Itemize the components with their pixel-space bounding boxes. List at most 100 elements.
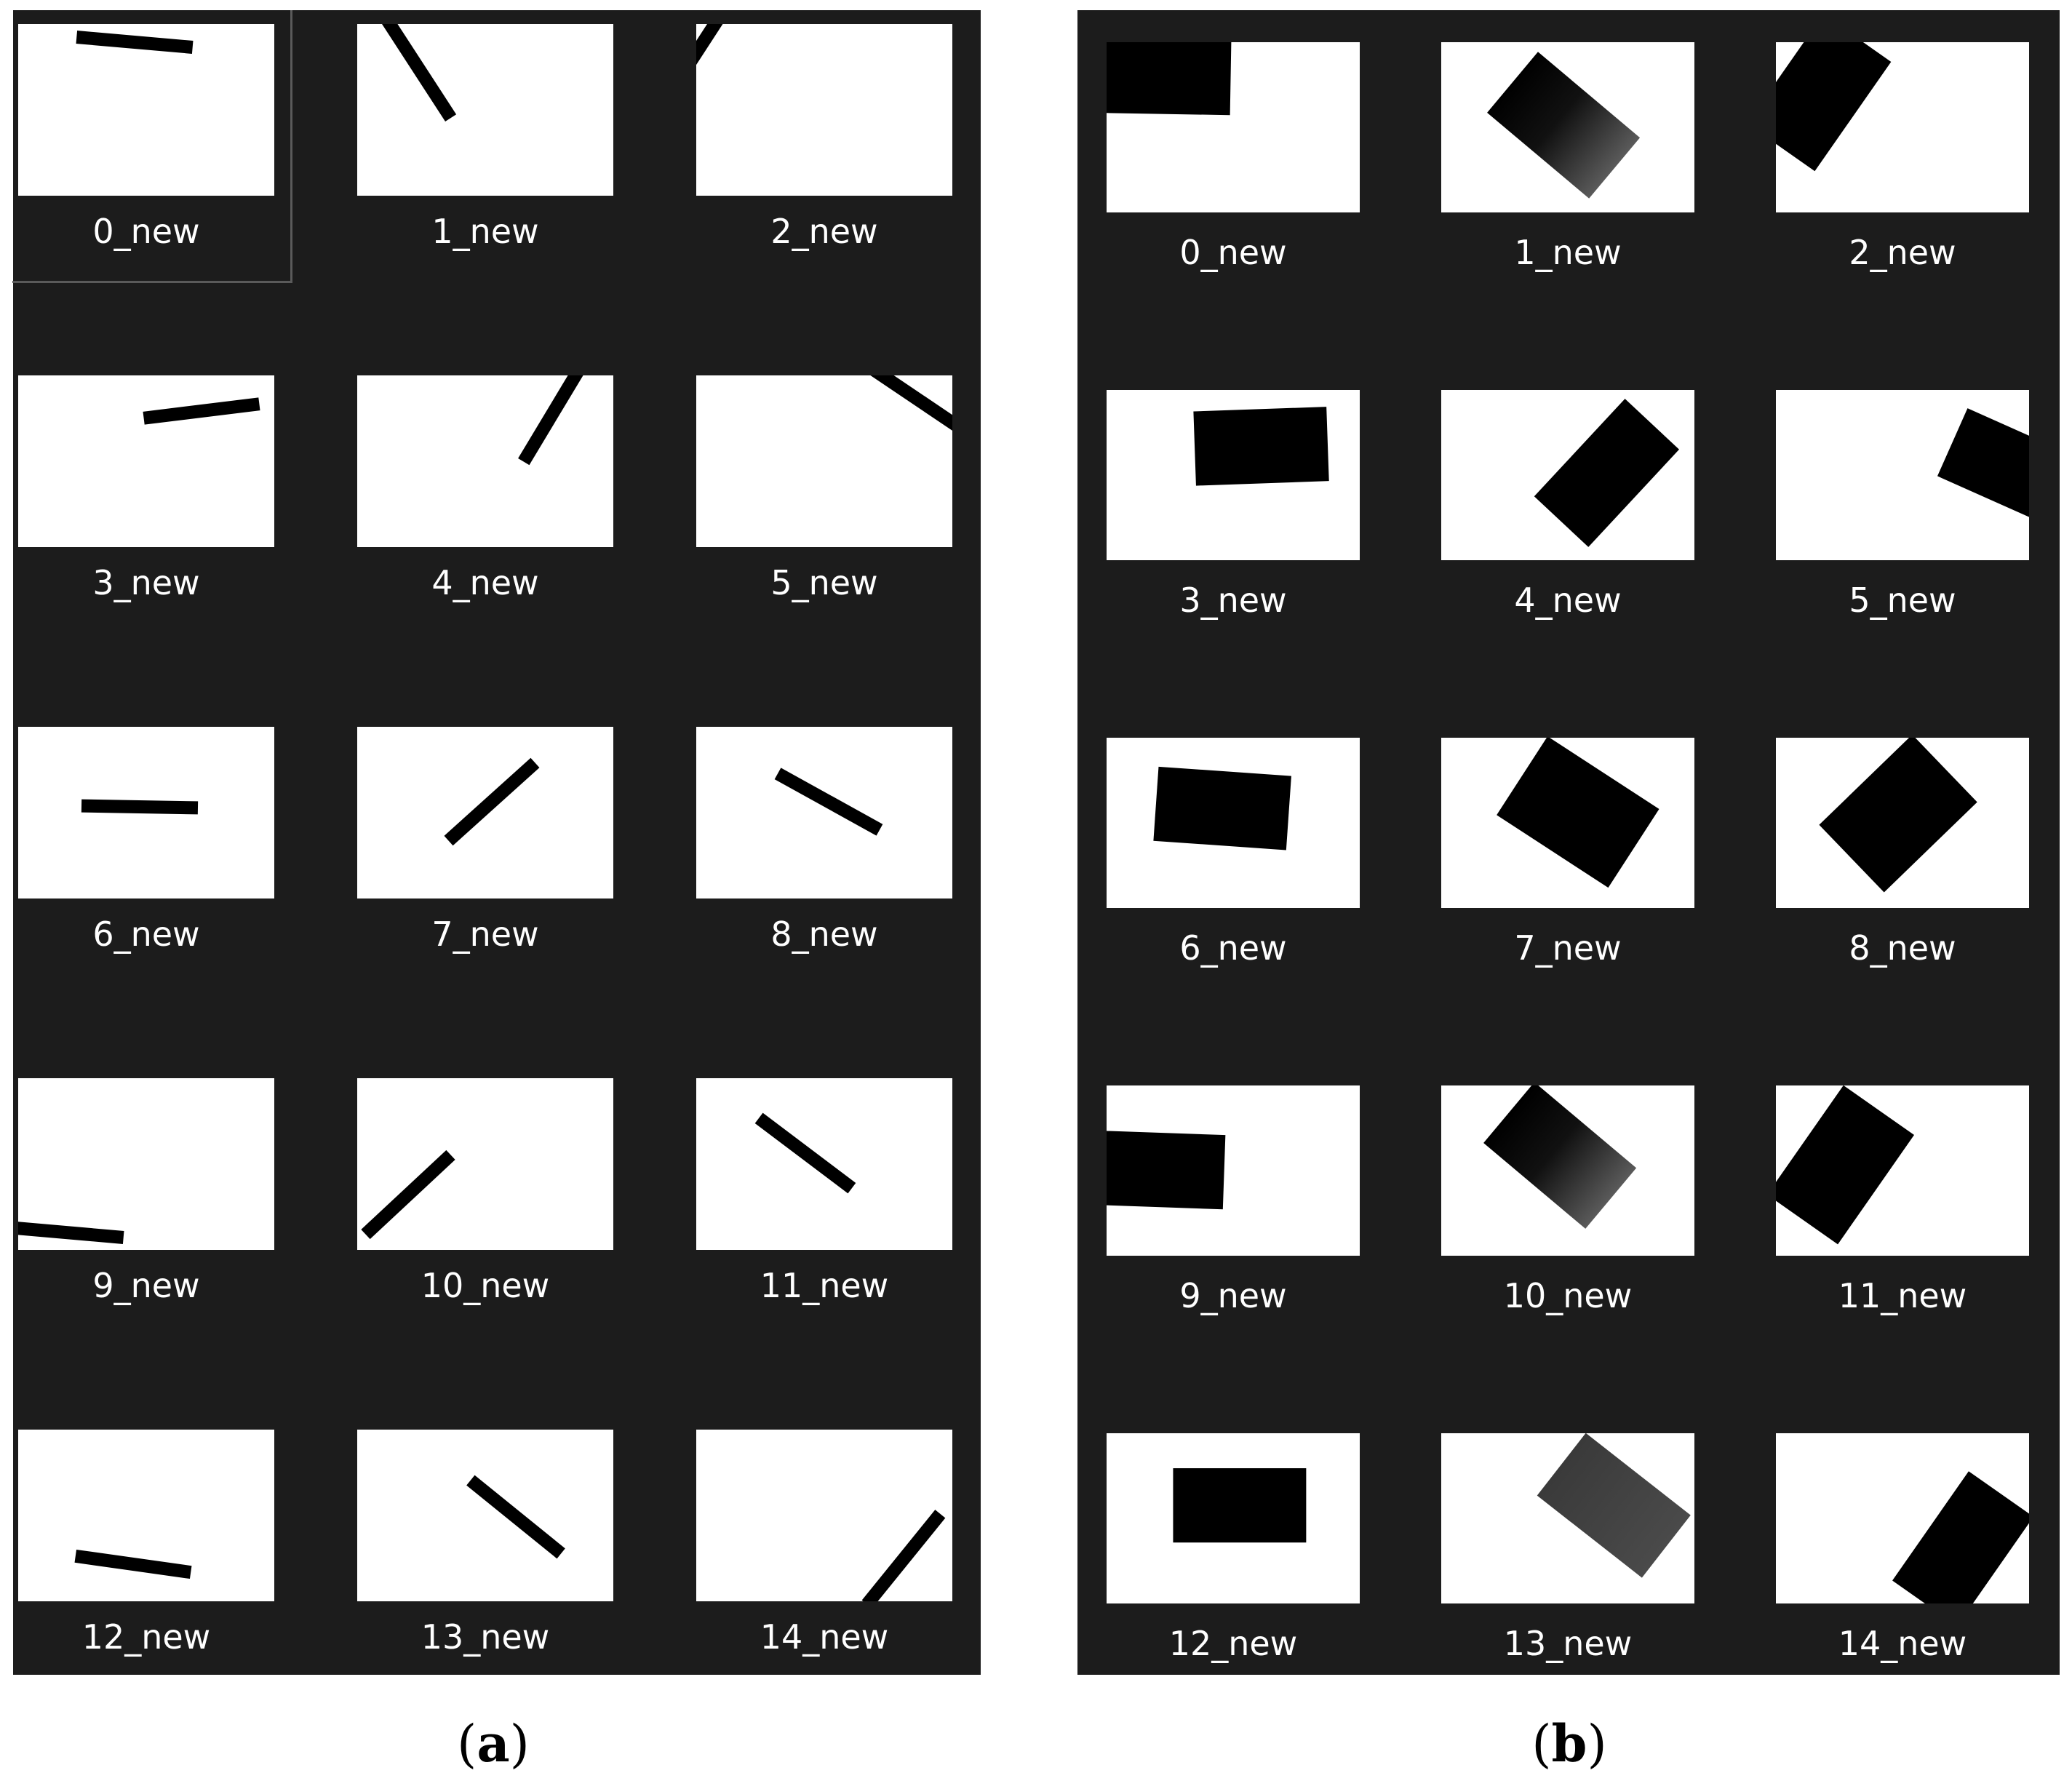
file-name-label: 10_new — [421, 1266, 550, 1305]
rectangle-shape — [1153, 766, 1291, 850]
rectangle-shape — [754, 1112, 856, 1194]
file-item[interactable]: 9_new — [1107, 1085, 1360, 1320]
file-item[interactable]: 11_new — [1776, 1085, 2029, 1320]
rectangle-shape — [861, 1510, 946, 1601]
thumbnail-image — [1483, 1085, 1637, 1229]
file-thumbnail — [18, 1078, 274, 1250]
file-item[interactable]: 12_new — [1107, 1433, 1360, 1668]
file-thumbnail — [1776, 1085, 2029, 1256]
file-name-label: 1_new — [431, 212, 539, 251]
file-item[interactable]: 3_new — [18, 375, 274, 607]
caption-letter: b — [1551, 1713, 1587, 1774]
file-thumbnail — [1107, 738, 1360, 908]
thumbnail-image — [1819, 738, 1977, 893]
file-item[interactable]: 1_new — [357, 24, 613, 255]
file-thumbnail — [18, 24, 274, 196]
file-name-label: 14_new — [1838, 1624, 1967, 1663]
rectangle-shape — [696, 24, 733, 126]
file-thumbnail — [1441, 1085, 1694, 1256]
file-item[interactable]: 7_new — [1441, 738, 1694, 972]
file-item[interactable]: 2_new — [696, 24, 952, 255]
file-name-label: 14_new — [760, 1617, 889, 1657]
file-item[interactable]: 6_new — [1107, 738, 1360, 972]
rectangle-shape — [1193, 407, 1329, 486]
caption-a: (a) — [384, 1713, 602, 1774]
thumbnail-image — [444, 757, 540, 846]
file-thumbnail — [696, 727, 952, 899]
file-thumbnail — [1107, 1085, 1360, 1256]
rectangle-shape — [518, 375, 589, 466]
file-item[interactable]: 12_new — [18, 1430, 274, 1661]
file-thumbnail — [357, 24, 613, 196]
file-item[interactable]: 14_new — [696, 1430, 952, 1661]
thumbnail-image — [381, 24, 457, 121]
file-item[interactable]: 0_new — [1107, 42, 1360, 276]
rectangle-shape — [1537, 1433, 1691, 1578]
file-thumbnail — [1441, 1433, 1694, 1603]
rectangle-shape — [361, 1150, 455, 1240]
file-item[interactable]: 8_new — [696, 727, 952, 958]
file-name-label: 8_new — [1849, 928, 1956, 968]
file-item[interactable]: 13_new — [357, 1430, 613, 1661]
file-item[interactable]: 14_new — [1776, 1433, 2029, 1668]
file-item[interactable]: 2_new — [1776, 42, 2029, 276]
file-name-label: 6_new — [1179, 928, 1287, 968]
file-item[interactable]: 0_new — [18, 24, 274, 255]
file-item[interactable]: 7_new — [357, 727, 613, 958]
thumbnail-image — [518, 375, 589, 466]
rectangle-shape — [1487, 52, 1641, 199]
file-item[interactable]: 4_new — [357, 375, 613, 607]
file-item[interactable]: 5_new — [696, 375, 952, 607]
file-item[interactable]: 3_new — [1107, 390, 1360, 624]
file-thumbnail — [1107, 390, 1360, 560]
caption-open: ( — [457, 1714, 477, 1774]
thumbnail-image — [1937, 408, 2029, 531]
thumbnail-image — [1487, 52, 1641, 199]
file-thumbnail — [1776, 738, 2029, 908]
rectangle-shape — [74, 1549, 192, 1579]
file-name-label: 4_new — [1514, 581, 1622, 620]
rectangle-shape — [381, 24, 457, 121]
file-thumbnail — [18, 727, 274, 899]
file-item[interactable]: 6_new — [18, 727, 274, 958]
rectangle-shape — [1776, 42, 1892, 172]
thumbnail-image — [1107, 42, 1232, 116]
rectangle-shape — [774, 768, 883, 836]
file-item[interactable]: 8_new — [1776, 738, 2029, 972]
thumbnail-image — [143, 397, 260, 425]
rectangle-shape — [143, 397, 260, 425]
thumbnail-image — [18, 1221, 124, 1244]
file-item[interactable]: 1_new — [1441, 42, 1694, 276]
file-item[interactable]: 11_new — [696, 1078, 952, 1310]
file-thumbnail — [1776, 42, 2029, 212]
file-name-label: 9_new — [1179, 1276, 1287, 1315]
rectangle-shape — [1937, 408, 2029, 531]
file-thumbnail — [1776, 1433, 2029, 1603]
thumbnail-image — [754, 1112, 856, 1194]
file-item[interactable]: 13_new — [1441, 1433, 1694, 1668]
file-name-label: 5_new — [1849, 581, 1956, 620]
rectangle-shape — [1107, 1130, 1226, 1210]
file-item[interactable]: 4_new — [1441, 390, 1694, 624]
file-item[interactable]: 9_new — [18, 1078, 274, 1310]
file-thumbnail — [1441, 738, 1694, 908]
rectangle-shape — [1497, 738, 1659, 888]
thumbnail-image — [1497, 738, 1659, 888]
thumbnail-image — [466, 1475, 565, 1559]
file-item[interactable]: 5_new — [1776, 390, 2029, 624]
caption-close: ) — [1587, 1714, 1607, 1774]
file-name-label: 1_new — [1514, 233, 1622, 272]
file-name-label: 3_new — [92, 563, 200, 602]
file-name-label: 2_new — [770, 212, 878, 251]
file-item[interactable]: 10_new — [357, 1078, 613, 1310]
file-thumbnail — [357, 1430, 613, 1601]
thumbnail-image — [1537, 1433, 1691, 1578]
file-name-label: 8_new — [770, 915, 878, 954]
file-item[interactable]: 10_new — [1441, 1085, 1694, 1320]
thumbnail-image — [1173, 1468, 1307, 1543]
caption-close: ) — [509, 1714, 530, 1774]
thumbnail-image — [1107, 1130, 1226, 1210]
file-thumbnail — [1441, 42, 1694, 212]
rectangle-shape — [1819, 738, 1977, 893]
file-thumbnail — [357, 375, 613, 547]
